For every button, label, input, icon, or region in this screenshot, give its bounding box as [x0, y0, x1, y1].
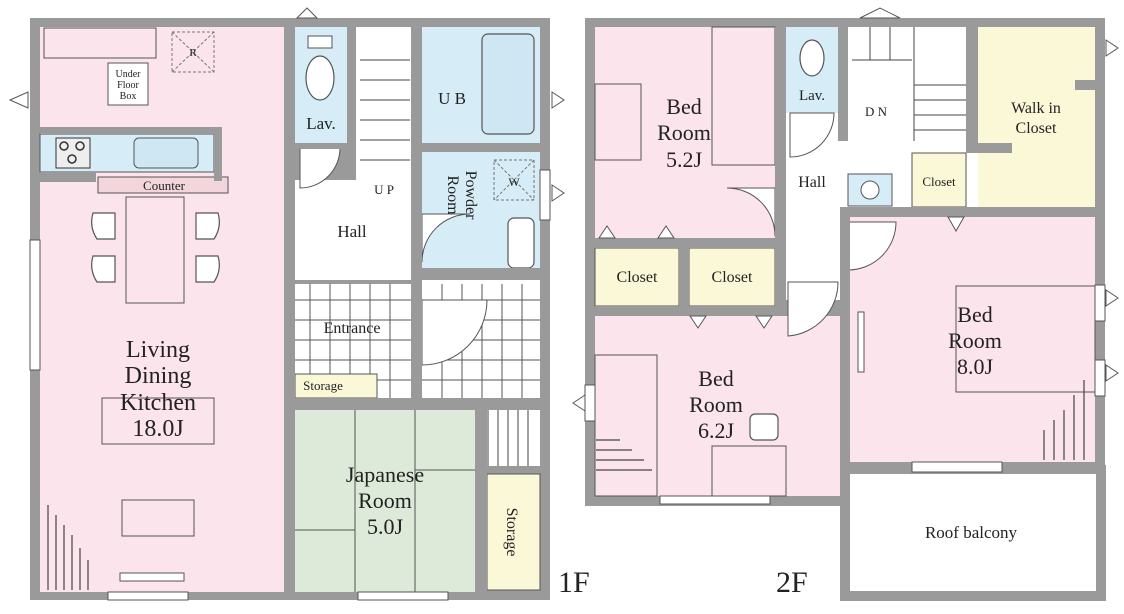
floor-1: Under Floor Box R Counter Living Dining …	[8, 7, 590, 601]
windows-2f	[584, 284, 1106, 505]
chairs	[91, 212, 220, 283]
walk-in-closet-label-2: Closet	[1016, 120, 1057, 137]
tv-unit	[101, 397, 215, 445]
bed-a-desk	[594, 83, 642, 161]
powder-room-label-1: Powder	[462, 171, 479, 221]
ldk-label-3: Kitchen	[120, 390, 196, 416]
lav-1f-label: Lav.	[306, 114, 336, 133]
ldk-label-2: Dining	[125, 363, 192, 389]
counter-bar	[97, 176, 229, 194]
roof-balcony	[850, 474, 1096, 591]
bed-c-size: 6.2J	[698, 418, 735, 443]
vent-arrows-1f	[8, 7, 565, 202]
bed-a-bed	[711, 26, 776, 166]
dn-label: D N	[865, 104, 888, 119]
closet-1-label: Closet	[617, 269, 658, 286]
bed-c-desk	[711, 445, 787, 497]
bed-b-label-1: Bed	[957, 302, 992, 327]
bed-b-bed	[955, 285, 1096, 393]
w-box-label: W	[508, 175, 520, 189]
storage-small-label: Storage	[303, 378, 343, 393]
up-label: U P	[374, 182, 394, 197]
tatami-lines	[295, 410, 475, 592]
bed-c-label-1: Bed	[698, 366, 733, 391]
bed-a-label-1: Bed	[666, 94, 701, 119]
windows-1f	[29, 169, 551, 601]
wash-2f-basin	[860, 180, 880, 200]
hall-1f-label: Hall	[337, 222, 367, 241]
interior-walls-2f	[595, 27, 1095, 496]
door-swings-2f	[726, 112, 897, 337]
entrance-label: Entrance	[324, 320, 381, 337]
storage-small-1f	[294, 373, 378, 399]
toilet-tank	[307, 35, 333, 49]
japanese-room	[295, 410, 475, 592]
ub-label: U B	[438, 89, 466, 108]
lav-2f-label: Lav.	[799, 88, 825, 104]
bed-c-bed	[594, 354, 658, 497]
stair-under-lines	[487, 410, 529, 466]
walk-in-closet	[978, 27, 1095, 215]
upper-cabinet	[43, 27, 157, 59]
r-vent-icon	[171, 31, 215, 73]
under-floor-box-label-1: Under	[116, 69, 142, 80]
stair-hatch-2f	[596, 380, 1085, 471]
bathtub	[481, 33, 535, 135]
sofa	[119, 572, 185, 582]
toilet-icon	[305, 55, 335, 101]
floor-2: Bed Room 5.2J Lav. D N Walk in Closet Ha…	[572, 7, 1119, 601]
dining-table	[125, 196, 185, 304]
walk-in-closet-label-1: Walk in	[1011, 100, 1061, 117]
stair-2f	[848, 27, 966, 141]
coffee-table	[121, 499, 195, 537]
stair-lines-1f	[360, 59, 410, 161]
ldk-label-1: Living	[126, 337, 190, 363]
kitchen-wall	[40, 127, 220, 134]
washbasin	[507, 217, 535, 269]
closet-small-label: Closet	[922, 174, 956, 189]
japanese-room-label-2: Room	[358, 488, 412, 513]
vent-arrows-2f	[572, 7, 1119, 412]
storage-1f	[486, 473, 541, 591]
w-box-icon	[493, 159, 535, 201]
ldk-size: 18.0J	[132, 416, 183, 442]
bed-b-label-2: Room	[948, 328, 1002, 353]
floor-2-label: 2F	[776, 566, 808, 599]
kitchen-sink	[133, 137, 199, 169]
floor-1-label: 1F	[558, 566, 590, 599]
hall-1f	[295, 180, 411, 280]
stove-icon	[55, 137, 91, 169]
door-swings-1f	[299, 147, 488, 366]
r-vent-label: R	[189, 47, 197, 59]
bed-c-chair	[749, 413, 779, 441]
bed-a-size: 5.2J	[666, 147, 703, 172]
storage-1f-label: Storage	[503, 508, 520, 557]
stair-1f	[356, 27, 411, 180]
stair-hatch-ldk	[47, 505, 89, 590]
bed-b-size: 8.0J	[957, 354, 994, 379]
interior-walls-1f	[284, 27, 540, 592]
ldk-room	[40, 27, 284, 592]
bed-a-label-2: Room	[657, 120, 711, 145]
under-floor-box-label-2: Floor	[117, 80, 139, 91]
kitchen-wall-2	[214, 127, 222, 181]
stair-under-1f	[478, 410, 540, 466]
under-floor-box	[107, 62, 149, 106]
toilet-2f-icon	[799, 39, 825, 77]
bed-c-label-2: Room	[689, 392, 743, 417]
japanese-room-label-1: Japanese	[346, 462, 424, 487]
closet-2-label: Closet	[712, 269, 753, 286]
kitchen-wall-3	[40, 172, 96, 182]
bed-b-desk	[857, 311, 865, 373]
powder-room-label-2: Room	[444, 175, 461, 215]
stair-lines-2f	[852, 27, 966, 141]
roof-balcony-label: Roof balcony	[925, 523, 1018, 542]
hall-2f-label: Hall	[798, 174, 826, 191]
counter-label: Counter	[143, 178, 186, 193]
under-floor-box-label-3: Box	[120, 91, 137, 102]
japanese-room-size: 5.0J	[367, 514, 404, 539]
